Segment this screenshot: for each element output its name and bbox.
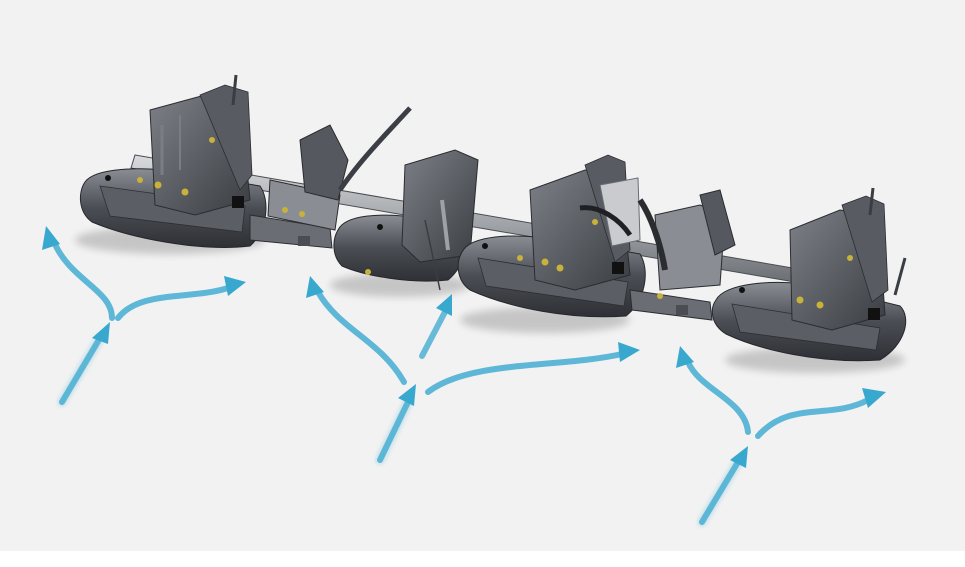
cutter-unit-4 (711, 187, 907, 362)
arrow-head-b1 (398, 384, 416, 406)
airflow-arrows (42, 226, 886, 527)
cutter-unit-2 (333, 149, 479, 291)
mower-airflow-illustration (0, 0, 965, 551)
airflow-group-middle (306, 276, 640, 465)
cutter-unit-1 (79, 74, 267, 248)
illustration-canvas (42, 74, 907, 527)
arrow-head-b2 (306, 276, 324, 298)
bottom-margin (0, 551, 965, 567)
hinge-joint-2 (629, 189, 736, 321)
hinge-joint-1 (249, 106, 412, 249)
arrow-head-a2 (42, 226, 60, 250)
arrow-head-b3 (618, 342, 640, 362)
airflow-group-right (676, 346, 886, 527)
arrow-head-a1 (92, 322, 110, 344)
cutter-unit-3 (457, 154, 646, 318)
arrow-head-c3 (862, 388, 886, 408)
arrow-head-c2 (676, 346, 694, 368)
arrow-head-a3 (224, 276, 246, 296)
arrow-head-b4 (436, 294, 452, 316)
mower-cutterbar (79, 74, 907, 362)
arrow-head-c1 (730, 446, 748, 468)
airflow-group-left (42, 226, 246, 407)
